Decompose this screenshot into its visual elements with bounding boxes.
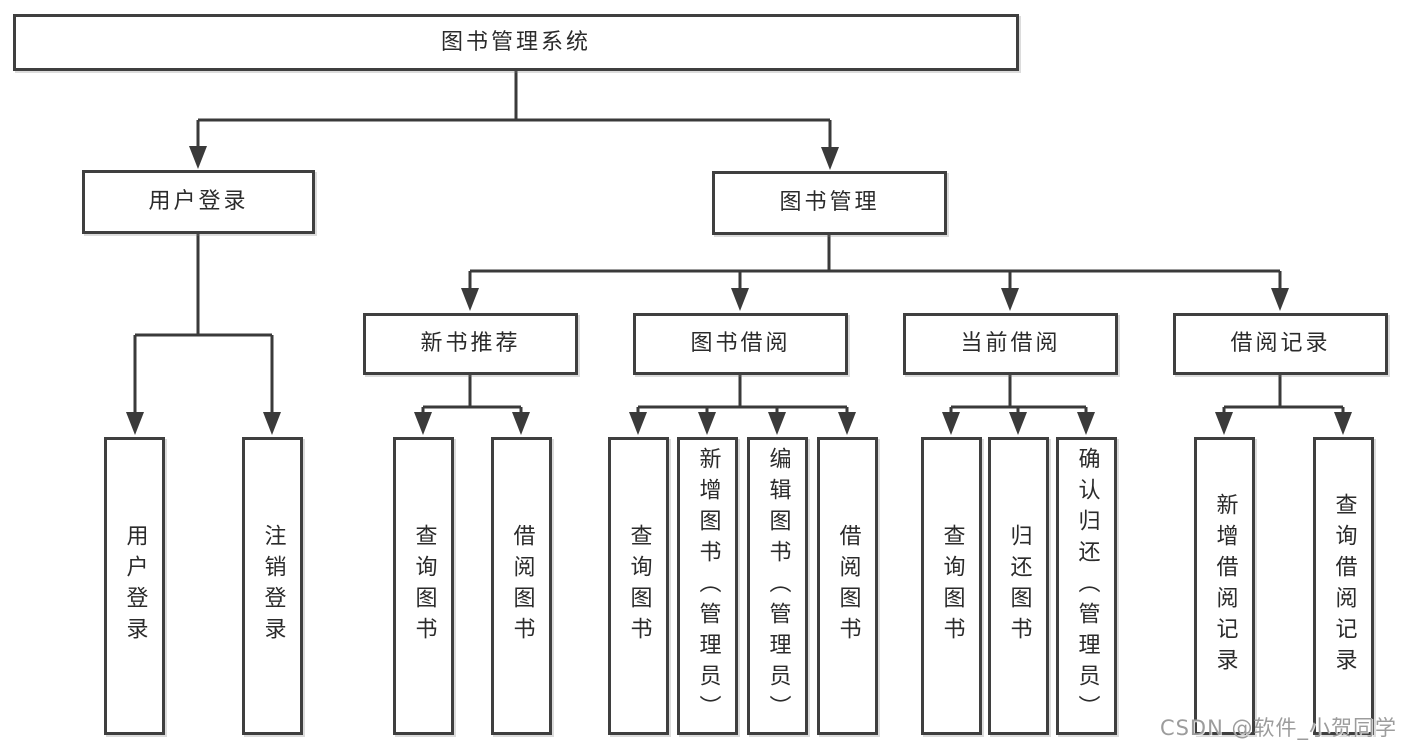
arrow-down-icon (698, 412, 716, 435)
node-book-borrow-label: 图书借阅 (690, 331, 791, 356)
leaf-add-borrow-record: 新增借阅记录 (1194, 437, 1255, 735)
node-borrow-records: 借阅记录 (1173, 313, 1388, 375)
leaf-return-book-label: 归还图书 (1006, 524, 1032, 648)
arrow-down-icon (1271, 288, 1289, 311)
leaf-confirm-return-admin: 确认归还（管理员） (1056, 437, 1117, 735)
arrow-down-icon (731, 288, 749, 311)
arrow-down-icon (1077, 412, 1095, 435)
arrow-down-icon (629, 412, 647, 435)
connector-root-to-level2 (189, 70, 839, 170)
node-book-management-label: 图书管理 (779, 190, 880, 215)
node-new-book-recommend-label: 新书推荐 (420, 331, 521, 356)
leaf-confirm-return-admin-label: 确认归还（管理员） (1074, 446, 1100, 726)
connector-records-to-leaves (1215, 375, 1352, 435)
leaf-logout: 注销登录 (242, 437, 303, 735)
leaf-borrow-book-recommend: 借阅图书 (491, 437, 552, 735)
arrow-down-icon (1334, 412, 1352, 435)
connector-current-to-leaves (942, 375, 1095, 435)
arrow-down-icon (461, 288, 479, 311)
leaf-user-login: 用户登录 (104, 437, 165, 735)
connector-book-management-to-level3 (461, 234, 1289, 311)
arrow-down-icon (821, 147, 839, 170)
node-borrow-records-label: 借阅记录 (1230, 331, 1331, 356)
leaf-query-book-recommend: 查询图书 (393, 437, 454, 735)
connector-user-login-to-leaves (126, 233, 281, 435)
connector-recommend-to-leaves (414, 375, 530, 435)
node-new-book-recommend: 新书推荐 (363, 313, 578, 375)
leaf-query-book-recommend-label: 查询图书 (411, 524, 437, 648)
node-current-borrow: 当前借阅 (903, 313, 1118, 375)
arrow-down-icon (126, 412, 144, 435)
leaf-query-book-current: 查询图书 (921, 437, 982, 735)
leaf-query-book-current-label: 查询图书 (939, 524, 965, 648)
leaf-borrow-book-borrow-label: 借阅图书 (835, 524, 861, 648)
arrow-down-icon (1215, 412, 1233, 435)
connector-borrow-to-leaves (629, 375, 856, 435)
node-book-management: 图书管理 (712, 171, 947, 235)
leaf-user-login-label: 用户登录 (122, 524, 148, 648)
arrow-down-icon (512, 412, 530, 435)
node-book-borrow: 图书借阅 (633, 313, 848, 375)
arrow-down-icon (1009, 412, 1027, 435)
arrow-down-icon (1001, 288, 1019, 311)
leaf-borrow-book-borrow: 借阅图书 (817, 437, 878, 735)
leaf-add-borrow-record-label: 新增借阅记录 (1212, 493, 1238, 679)
leaf-query-borrow-record: 查询借阅记录 (1313, 437, 1374, 735)
node-user-login-label: 用户登录 (148, 189, 249, 214)
leaf-add-book-admin-label: 新增图书（管理员） (695, 446, 721, 726)
arrow-down-icon (414, 412, 432, 435)
leaf-query-borrow-record-label: 查询借阅记录 (1331, 493, 1357, 679)
arrow-down-icon (942, 412, 960, 435)
node-root: 图书管理系统 (13, 14, 1019, 71)
arrow-down-icon (263, 412, 281, 435)
arrow-down-icon (768, 412, 786, 435)
watermark: CSDN @软件_小贺同学 (1159, 716, 1397, 740)
leaf-query-book-borrow-label: 查询图书 (626, 524, 652, 648)
arrow-down-icon (838, 412, 856, 435)
node-current-borrow-label: 当前借阅 (960, 331, 1061, 356)
leaf-query-book-borrow: 查询图书 (608, 437, 669, 735)
leaf-edit-book-admin-label: 编辑图书（管理员） (765, 446, 791, 726)
leaf-add-book-admin: 新增图书（管理员） (677, 437, 738, 735)
leaf-edit-book-admin: 编辑图书（管理员） (747, 437, 808, 735)
leaf-return-book: 归还图书 (988, 437, 1049, 735)
leaf-logout-label: 注销登录 (260, 524, 286, 648)
node-user-login: 用户登录 (82, 170, 315, 234)
leaf-borrow-book-recommend-label: 借阅图书 (509, 524, 535, 648)
node-root-label: 图书管理系统 (440, 29, 591, 55)
arrow-down-icon (189, 146, 207, 169)
